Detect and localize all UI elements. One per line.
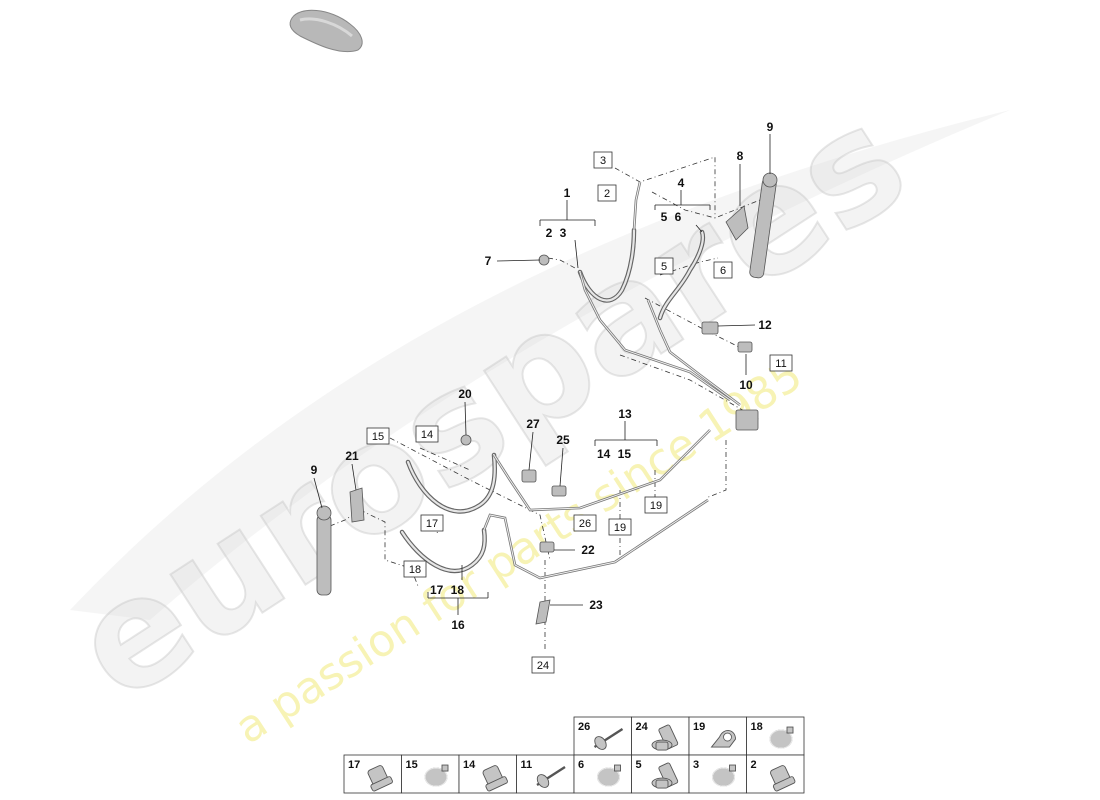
parts-table-cell: 11 <box>516 754 575 794</box>
boxed-callout-2: 2 <box>597 184 617 202</box>
hose-clamp-icon <box>424 764 449 787</box>
boxed-callout-24: 24 <box>531 656 555 674</box>
boxed-callouts: 3 2 5 6 11 15 14 17 <box>366 151 793 674</box>
boxed-callout-19-b: 19 <box>644 496 668 514</box>
rivet-icon <box>593 728 624 750</box>
parts-table-cell: 19 <box>688 716 747 756</box>
parts-table-number: 26 <box>578 721 590 733</box>
watermark-brand: eurospares <box>45 73 935 735</box>
boxed-callout-26: 26 <box>573 514 597 532</box>
boxed-callout-14: 14 <box>415 425 439 443</box>
callout-12: 12 <box>758 318 772 332</box>
callout-16: 16 <box>451 618 465 632</box>
boxed-callout-6: 6 <box>713 261 733 279</box>
callout-numbers: 1 2 3 4 5 6 7 8 9 9 10 12 13 14 15 16 17… <box>311 120 774 632</box>
callout-leaders <box>313 134 771 615</box>
parts-table-number: 2 <box>751 759 757 771</box>
watermark: eurospares a passion for parts since 198… <box>44 72 1010 754</box>
callout-21: 21 <box>345 449 359 463</box>
svg-text:6: 6 <box>720 265 726 277</box>
callout-10: 10 <box>739 378 753 392</box>
flange-bolt-icon <box>651 724 679 751</box>
hollow-bolt-icon <box>482 765 508 792</box>
callout-9-left: 9 <box>311 463 318 477</box>
parts-table-cell: 14 <box>458 754 517 794</box>
callout-8: 8 <box>737 149 744 163</box>
parts-table-cell: 5 <box>631 754 690 794</box>
parts-table-cell: 24 <box>631 716 690 756</box>
hose-clamp-icon <box>711 764 736 787</box>
callout-4-sub: 5 6 <box>661 210 682 224</box>
svg-text:19: 19 <box>614 522 626 534</box>
hollow-bolt-icon <box>770 765 796 792</box>
parts-table-number: 5 <box>636 759 642 771</box>
p-clip-icon <box>710 730 736 748</box>
parts-table-number: 11 <box>521 759 533 771</box>
svg-text:2: 2 <box>604 188 610 200</box>
rivet-icon <box>536 766 566 788</box>
svg-text:26: 26 <box>579 518 591 530</box>
parts-table-cell: 17 <box>343 754 402 794</box>
parts-table-cell: 2 <box>746 754 805 794</box>
small-parts <box>316 172 778 625</box>
svg-text:24: 24 <box>537 660 549 672</box>
svg-text:5: 5 <box>661 261 667 273</box>
svg-text:19: 19 <box>650 500 662 512</box>
parts-table-cell: 3 <box>688 754 747 794</box>
boxed-callout-15: 15 <box>366 427 390 445</box>
hose-clamp-icon <box>769 726 794 749</box>
parts-table-number: 17 <box>348 759 360 771</box>
svg-text:17: 17 <box>426 518 438 530</box>
parts-table-number: 3 <box>693 759 699 771</box>
callout-7: 7 <box>485 254 492 268</box>
callout-13-sub: 14 15 <box>597 447 631 461</box>
parts-table-number: 19 <box>693 721 705 733</box>
boxed-callout-17: 17 <box>420 514 444 532</box>
parts-table-cell: 6 <box>573 754 632 794</box>
callout-27: 27 <box>526 417 540 431</box>
callout-25: 25 <box>556 433 570 447</box>
parts-table-cell: 26 <box>573 716 632 756</box>
svg-text:11: 11 <box>775 358 786 370</box>
parts-table-cell: 15 <box>401 754 460 794</box>
callout-22: 22 <box>581 543 595 557</box>
watermark-swoosh <box>70 110 1010 620</box>
boxed-callout-18: 18 <box>403 560 427 578</box>
boxed-callout-19-a: 19 <box>608 518 632 536</box>
boxed-callout-11: 11 <box>769 354 793 372</box>
parts-table-number: 18 <box>751 721 763 733</box>
brake-lines <box>399 181 759 580</box>
parts-table-number: 24 <box>636 721 649 733</box>
boxed-callout-5: 5 <box>654 257 674 275</box>
callout-9-top: 9 <box>767 120 774 134</box>
parts-table-number: 6 <box>578 759 584 771</box>
parts-table-cell: 18 <box>746 716 805 756</box>
parts-table-number: 15 <box>406 759 418 771</box>
callout-4: 4 <box>678 176 685 190</box>
svg-text:14: 14 <box>421 429 433 441</box>
hollow-bolt-icon <box>367 765 393 792</box>
car-silhouette-icon <box>289 9 363 52</box>
svg-text:15: 15 <box>372 431 384 443</box>
callout-23: 23 <box>589 598 603 612</box>
boxed-callout-3: 3 <box>593 151 613 169</box>
svg-text:3: 3 <box>600 155 606 167</box>
svg-text:18: 18 <box>409 564 421 576</box>
callout-16-sub: 17 18 <box>430 583 464 597</box>
hose-clamp-icon <box>596 764 621 787</box>
parts-table: 26 24 19 18 17 15 14 11 6 5 3 2 <box>343 716 805 794</box>
parts-table-number: 14 <box>463 759 476 771</box>
flange-bolt-icon <box>651 762 679 789</box>
callout-1: 1 <box>564 186 571 200</box>
callout-20: 20 <box>458 387 472 401</box>
callout-13: 13 <box>618 407 632 421</box>
callout-1-sub: 2 3 <box>546 226 567 240</box>
